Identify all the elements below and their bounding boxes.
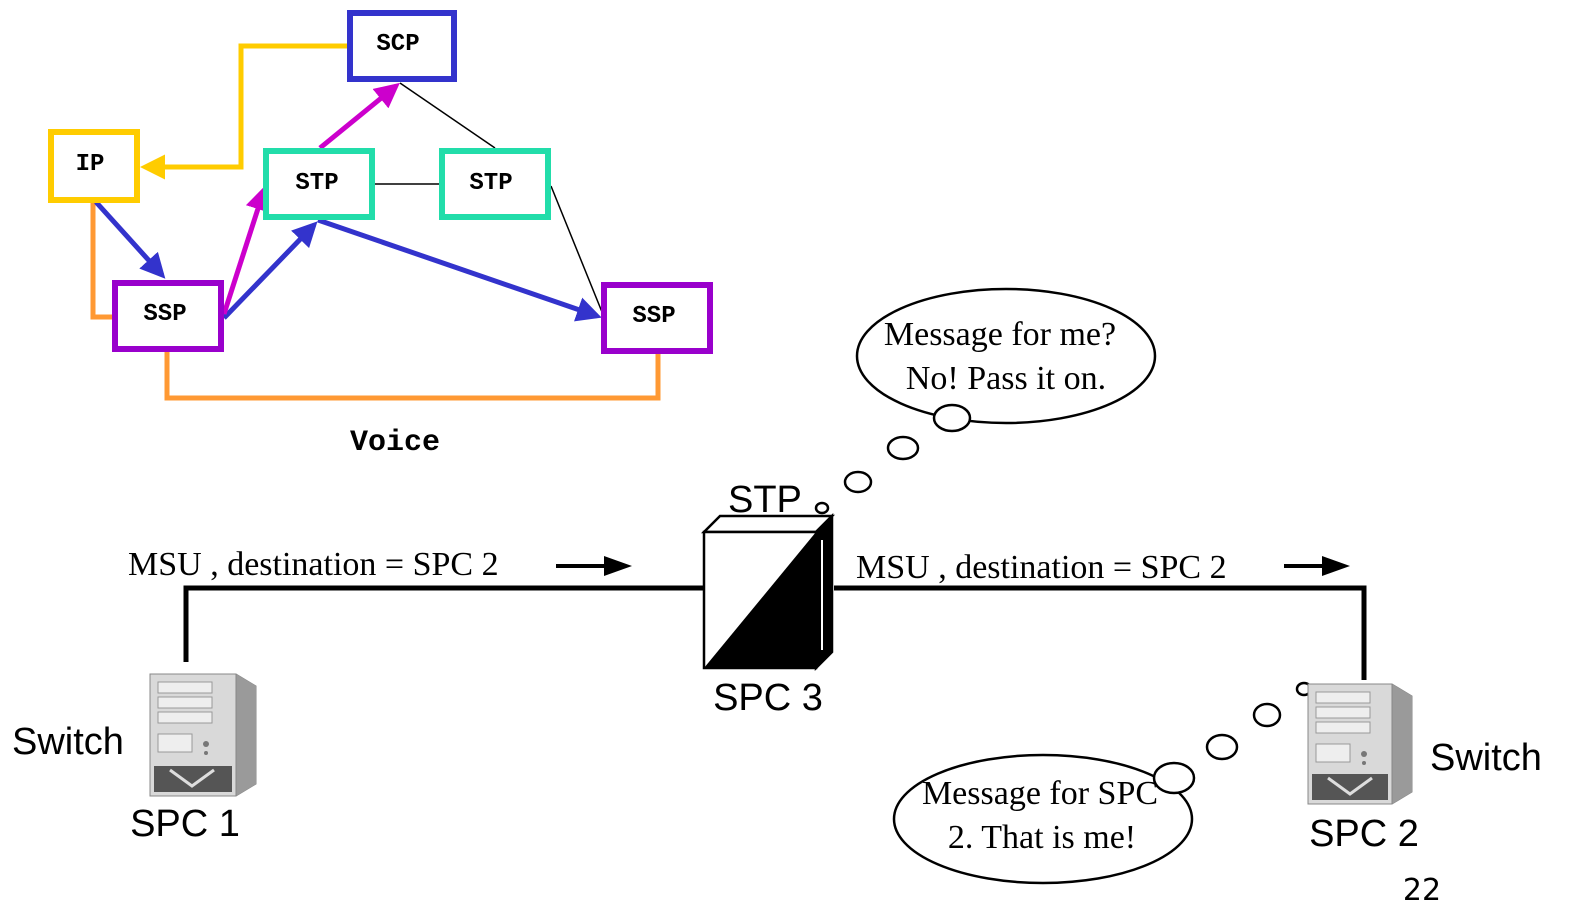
link-scp-stp-right xyxy=(399,82,496,149)
ip-label: IP xyxy=(76,151,105,178)
stp-left-node: STP xyxy=(263,148,375,220)
computer-tower-icon xyxy=(1307,683,1413,805)
ssp-right-label: SSP xyxy=(632,303,675,330)
arrow-right-icon xyxy=(1284,556,1350,576)
path-stp-to-scp-magenta xyxy=(318,82,400,150)
spc3-label: SPC 3 xyxy=(713,677,823,719)
scp-label: SCP xyxy=(376,31,419,58)
path-ssp-to-stp xyxy=(222,221,318,320)
ssp-right-node: SSP xyxy=(601,282,713,354)
stp-right-node: STP xyxy=(439,148,551,220)
stp-right-label: STP xyxy=(469,170,512,197)
ssp-left-node: SSP xyxy=(112,280,224,352)
link-spc1-stp xyxy=(183,585,704,662)
link-stp-spc2 xyxy=(834,585,1367,680)
computer-tower-icon xyxy=(149,673,257,797)
page-number: 22 xyxy=(1403,873,1441,908)
bubble-bottom-line1: Message for SPC xyxy=(922,775,1158,812)
bubble-top-line1: Message for me? xyxy=(884,316,1116,353)
thought-bubble-bottom: Message for SPC 2. That is me! xyxy=(892,681,1313,885)
path-ip-to-ssp xyxy=(94,200,166,279)
msu-label-right: MSU , destination = SPC 2 xyxy=(856,549,1227,586)
voice-label: Voice xyxy=(350,426,440,460)
stp-left-label: STP xyxy=(295,170,338,197)
thought-bubble-top: Message for me? No! Pass it on. xyxy=(814,287,1157,515)
ssp-left-label: SSP xyxy=(143,301,186,328)
network-diagram: SCP IP STP STP SSP SSP Voice xyxy=(48,10,713,460)
stp-label: STP xyxy=(728,479,802,521)
path-scp-to-ip xyxy=(140,43,348,180)
arrow-right-icon xyxy=(556,556,632,576)
spc2-label: SPC 2 xyxy=(1309,813,1419,855)
routing-diagram: MSU , destination = SPC 2 MSU , destinat… xyxy=(12,287,1542,885)
voice-path-ssp-ssp xyxy=(164,351,661,401)
right-switch-label: Switch xyxy=(1430,737,1542,779)
path-stp-to-ssp-right xyxy=(317,217,602,322)
left-switch-label: Switch xyxy=(12,721,124,763)
scp-node: SCP xyxy=(347,10,457,82)
stp-device-icon xyxy=(700,512,836,672)
bubble-top-line2: No! Pass it on. xyxy=(906,360,1106,397)
path-ssp-to-stp-magenta xyxy=(221,185,270,315)
spc1-label: SPC 1 xyxy=(130,803,240,845)
msu-label-left: MSU , destination = SPC 2 xyxy=(128,546,499,583)
link-stp-right-ssp-right xyxy=(550,185,603,313)
bubble-bottom-line2: 2. That is me! xyxy=(948,819,1136,856)
voice-path-ip-ssp xyxy=(90,203,115,320)
ip-node: IP xyxy=(48,129,140,203)
